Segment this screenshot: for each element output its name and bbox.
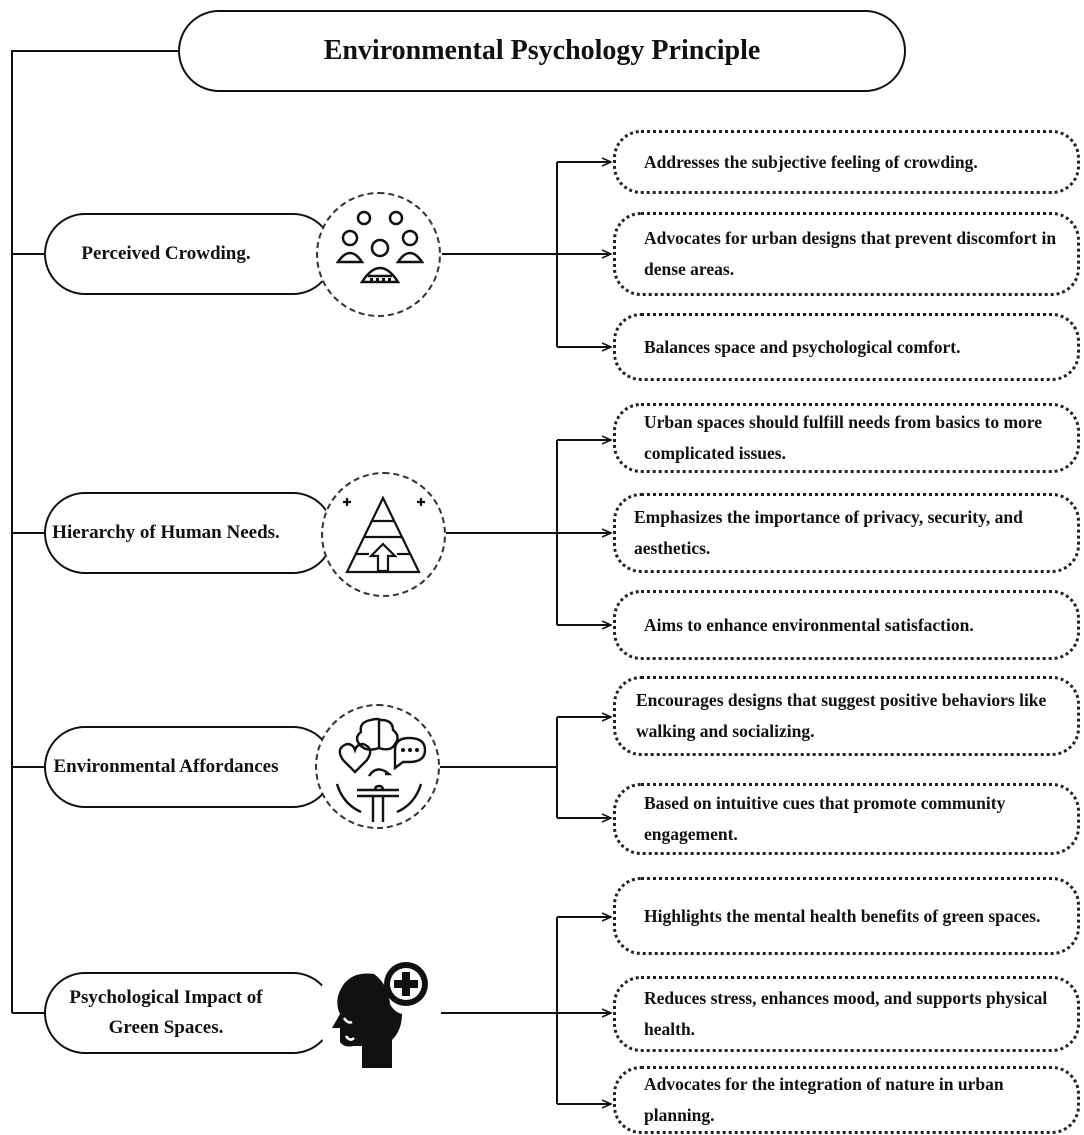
leaf-item: Urban spaces should fulfill needs from b… bbox=[613, 403, 1080, 473]
leaf-item: Addresses the subjective feeling of crow… bbox=[613, 130, 1080, 194]
category-hierarchy-of-human-needs: Hierarchy of Human Needs. bbox=[44, 492, 334, 574]
affordances-icon bbox=[315, 704, 440, 829]
category-psychological-impact-green-spaces: Psychological Impact of Green Spaces. bbox=[44, 972, 334, 1054]
crowd-icon bbox=[316, 192, 441, 317]
leaf-item: Highlights the mental health benefits of… bbox=[613, 877, 1080, 955]
category-label: Hierarchy of Human Needs. bbox=[52, 522, 280, 543]
category-label: Environmental Affordances bbox=[53, 756, 279, 777]
category-label: Psychological Impact of Green Spaces. bbox=[69, 987, 263, 1038]
pyramid-icon bbox=[321, 472, 446, 597]
leaf-item: Reduces stress, enhances mood, and suppo… bbox=[613, 976, 1080, 1052]
trunk-line bbox=[11, 50, 180, 1013]
leaf-item: Advocates for urban designs that prevent… bbox=[613, 212, 1080, 296]
category-label: Perceived Crowding. bbox=[81, 243, 251, 264]
leaf-item: Based on intuitive cues that promote com… bbox=[613, 783, 1080, 855]
diagram-title: Environmental Psychology Principle bbox=[178, 10, 906, 92]
leaf-item: Encourages designs that suggest positive… bbox=[613, 676, 1080, 756]
leaf-item: Emphasizes the importance of privacy, se… bbox=[613, 493, 1080, 573]
mental-health-icon bbox=[316, 950, 441, 1075]
leaf-item: Aims to enhance environmental satisfacti… bbox=[613, 590, 1080, 660]
leaf-item: Balances space and psychological comfort… bbox=[613, 313, 1080, 381]
leaf-item: Advocates for the integration of nature … bbox=[613, 1066, 1080, 1134]
category-perceived-crowding: Perceived Crowding. bbox=[44, 213, 334, 295]
category-environmental-affordances: Environmental Affordances bbox=[44, 726, 334, 808]
